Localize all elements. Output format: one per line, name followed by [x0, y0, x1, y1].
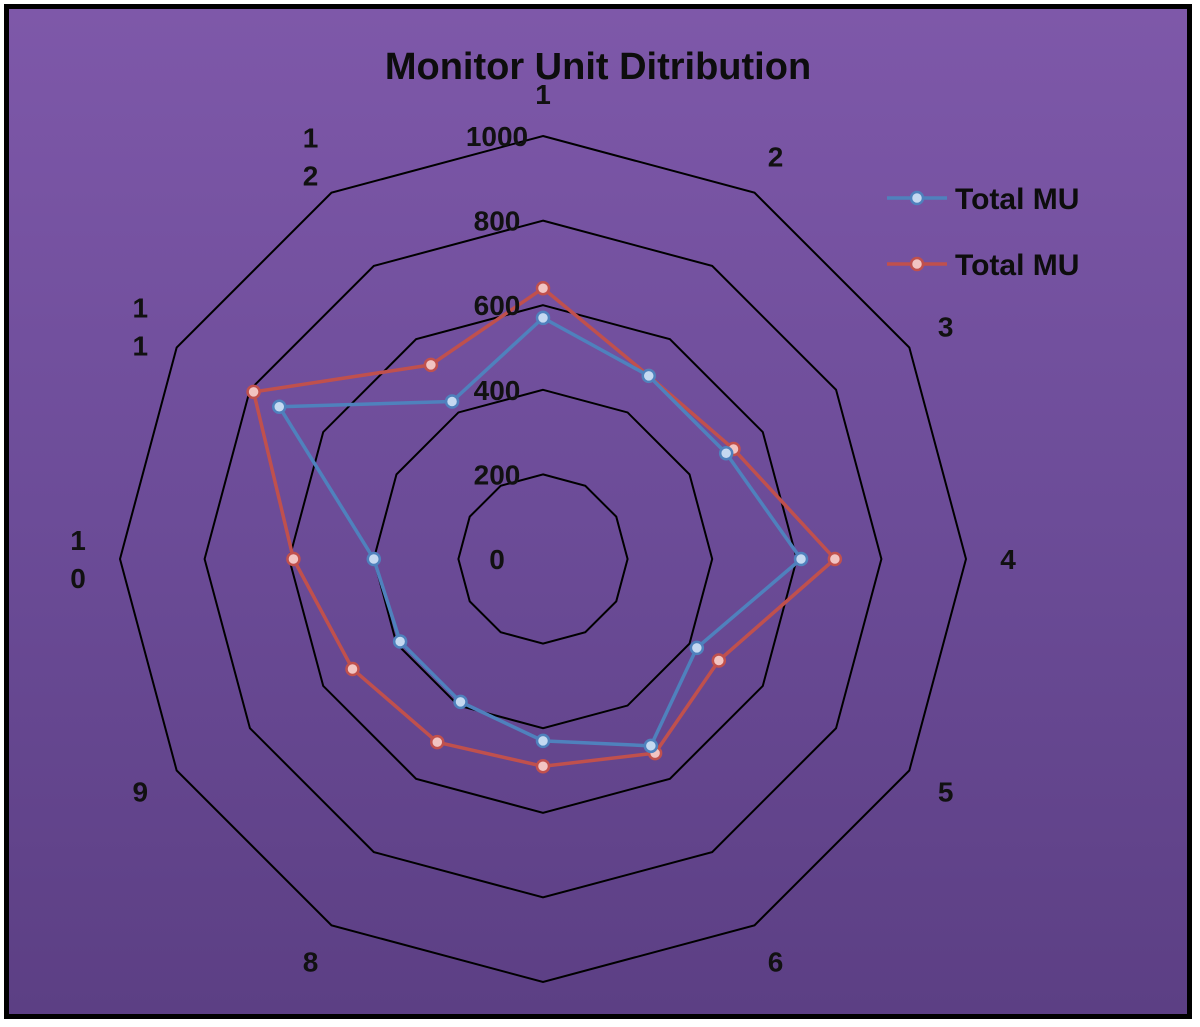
series-2-point-5 — [711, 653, 727, 668]
chart-title: Monitor Unit Ditribution — [385, 46, 811, 88]
category-labels: 123456789101112 — [70, 79, 1016, 1014]
category-label-2: 2 — [768, 141, 784, 172]
grid-ring-600 — [288, 304, 798, 814]
grid-ring-400 — [372, 388, 714, 730]
series-2-point-7 — [535, 759, 551, 774]
category-label-12: 1 — [303, 122, 319, 153]
category-label-1: 1 — [535, 79, 551, 110]
category-label-7: 7 — [535, 1009, 551, 1014]
tick-label-1000: 1000 — [466, 121, 528, 152]
legend-label-1: Total MU — [955, 183, 1079, 216]
tick-label-200: 200 — [474, 459, 521, 490]
tick-label-400: 400 — [474, 375, 521, 406]
tick-label-600: 600 — [474, 290, 521, 321]
series-2-point-8 — [430, 734, 445, 750]
radial-tick-labels: 0 200 400 600 800 1000 — [466, 121, 528, 575]
series-1-point-9 — [392, 634, 408, 649]
category-label-10: 0 — [70, 563, 86, 594]
category-label-5: 5 — [938, 777, 954, 808]
series-1-point-3 — [718, 446, 734, 461]
grid-ring-200 — [457, 473, 629, 645]
series-1-point-4 — [793, 551, 809, 567]
series-1-point-11 — [271, 399, 287, 414]
series-layer — [246, 281, 843, 774]
series-2-point-9 — [345, 661, 360, 677]
grid-ring-1000 — [118, 134, 968, 984]
series-1-point-10 — [366, 551, 382, 567]
series-line-2 — [251, 286, 837, 769]
category-label-10: 1 — [70, 525, 86, 556]
legend: Total MU Total MU — [887, 183, 1079, 282]
series-line-1 — [277, 316, 803, 748]
category-label-11: 1 — [133, 293, 149, 324]
series-2-point-4 — [827, 551, 843, 567]
tick-label-800: 800 — [474, 206, 521, 237]
series-2-point-11 — [246, 384, 261, 400]
series-1-point-2 — [641, 368, 656, 384]
category-label-4: 4 — [1000, 544, 1016, 575]
series-1-point-5 — [689, 640, 705, 656]
category-label-3: 3 — [938, 312, 954, 343]
category-label-11: 1 — [133, 331, 149, 362]
category-label-12: 2 — [303, 160, 319, 191]
series-1-point-7 — [535, 733, 551, 749]
series-1-point-12 — [444, 394, 460, 409]
legend-marker-1 — [909, 190, 925, 206]
tick-label-0: 0 — [489, 544, 505, 575]
series-1-point-1 — [535, 310, 551, 326]
legend-label-2: Total MU — [955, 249, 1079, 282]
series-2-point-10 — [286, 551, 301, 567]
category-label-9: 9 — [133, 777, 149, 808]
category-label-6: 6 — [768, 947, 784, 978]
category-label-8: 8 — [303, 947, 319, 978]
series-1-point-6 — [643, 738, 659, 754]
series-1-point-8 — [453, 694, 468, 710]
series-2-point-12 — [423, 357, 439, 373]
series-2-point-1 — [535, 281, 551, 296]
legend-marker-2 — [909, 256, 925, 272]
